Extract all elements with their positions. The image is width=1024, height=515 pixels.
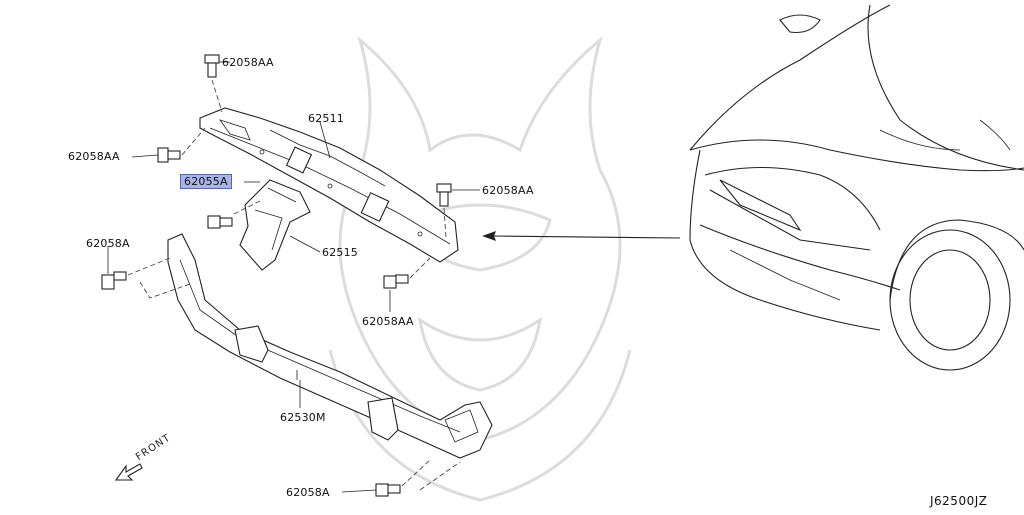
label-bolt-left: 62058AA (68, 150, 120, 163)
lower-radiator-support (167, 233, 493, 459)
reference-arrow (482, 231, 681, 241)
bolt-top-icon (204, 54, 223, 113)
watermark-emblem (328, 35, 632, 502)
label-bolt-lower-mid: 62058AA (362, 315, 414, 328)
label-part-highlighted: 62055A (180, 174, 232, 189)
bolt-highlighted-icon (207, 199, 263, 229)
leader-lines (107, 61, 480, 493)
bolt-left-lower-icon (101, 257, 191, 299)
diagram-code: J62500JZ (930, 494, 988, 508)
label-bolt-bottom: 62058A (286, 486, 330, 499)
bracket-part (239, 179, 311, 271)
front-arrow-icon (114, 463, 143, 481)
bolt-left-icon (157, 127, 206, 163)
label-part-bracket: 62515 (322, 246, 358, 259)
label-part-lower-support: 62530M (280, 411, 326, 424)
bolt-lower-mid-icon (383, 257, 431, 289)
vehicle-outline (689, 4, 1024, 371)
label-part-upper-support: 62511 (308, 112, 344, 125)
label-bolt-top: 62058AA (222, 56, 274, 69)
upper-radiator-support (199, 107, 459, 263)
bolt-right-icon (436, 183, 452, 239)
label-bolt-left-lower: 62058A (86, 237, 130, 250)
label-bolt-right: 62058AA (482, 184, 534, 197)
